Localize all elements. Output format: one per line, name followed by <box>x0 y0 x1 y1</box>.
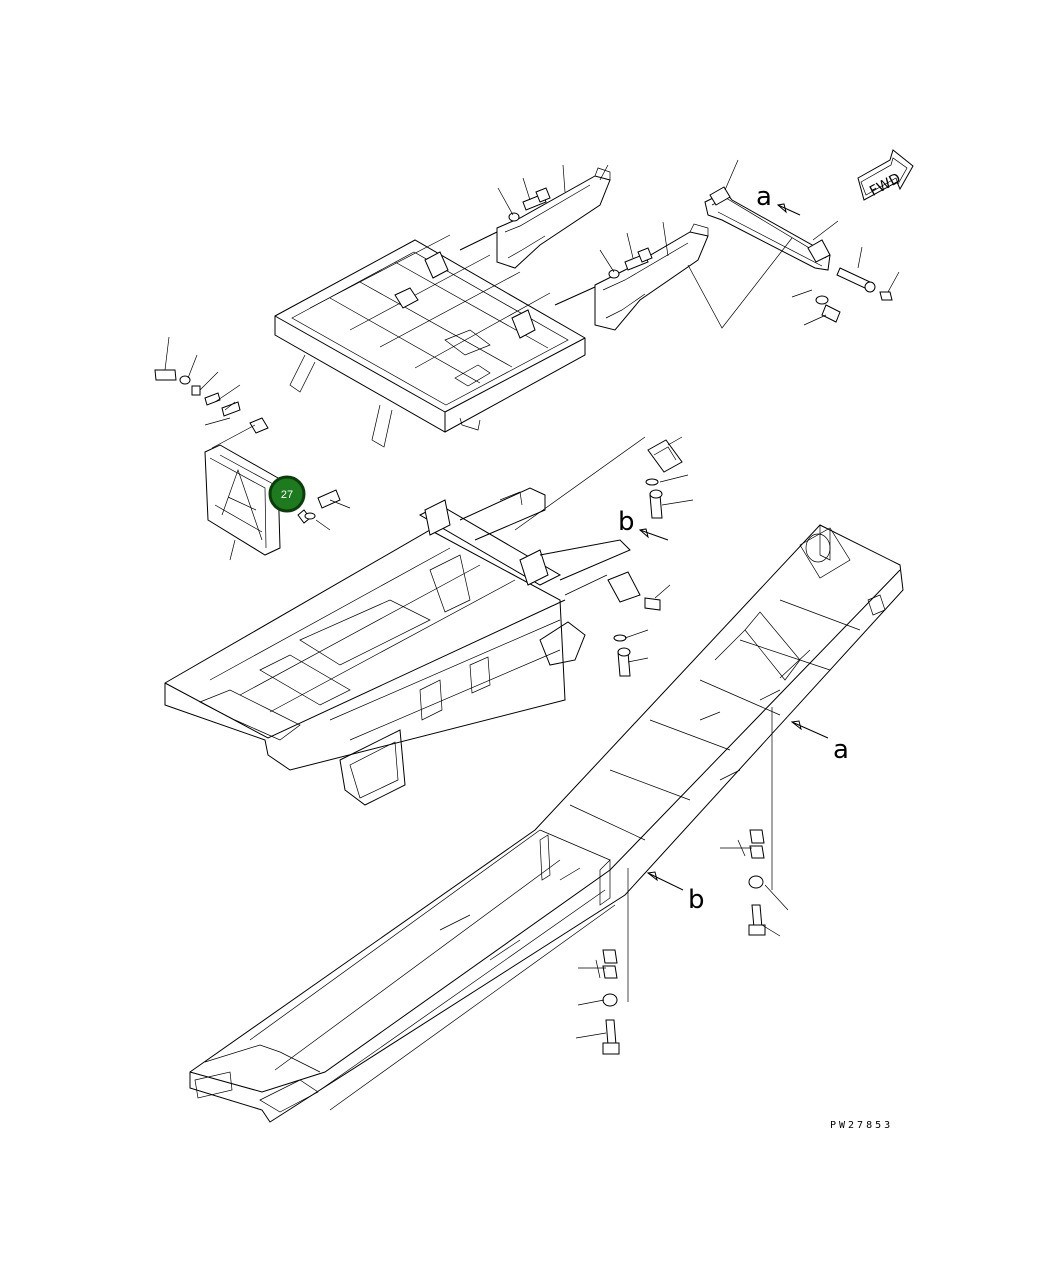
upper-frame <box>274 234 586 448</box>
bolt-group-upper <box>508 187 653 279</box>
view-arrow-a-top <box>776 203 801 216</box>
view-arrow-b-mid <box>638 528 669 541</box>
upper-arm-right <box>554 223 709 331</box>
long-bottom-frame <box>189 524 904 1123</box>
callout-badge-27[interactable]: 27 <box>268 475 306 513</box>
fwd-arrow-icon: FWD <box>857 149 914 201</box>
callout-number: 27 <box>281 489 293 501</box>
callout-circle <box>268 475 306 513</box>
view-label-a-right: a <box>833 735 849 765</box>
drawing-code: PW27853 <box>830 1120 893 1131</box>
middle-main-frame <box>164 487 631 806</box>
left-a-frame-bracket <box>154 369 341 556</box>
upper-cross-member <box>704 186 893 323</box>
view-arrow-b-right <box>646 871 684 891</box>
bolt-stack-right <box>748 829 766 936</box>
view-label-a-top: a <box>756 182 772 212</box>
view-label-b-mid: b <box>618 507 635 537</box>
upper-arm-left <box>459 167 611 269</box>
leader-lines <box>164 159 900 1039</box>
view-arrow-a-right <box>790 720 829 739</box>
view-label-b-right: b <box>688 885 705 915</box>
middle-right-bracket <box>607 439 683 677</box>
fwd-text: FWD <box>867 170 903 199</box>
bolt-stack-left <box>602 949 620 1055</box>
